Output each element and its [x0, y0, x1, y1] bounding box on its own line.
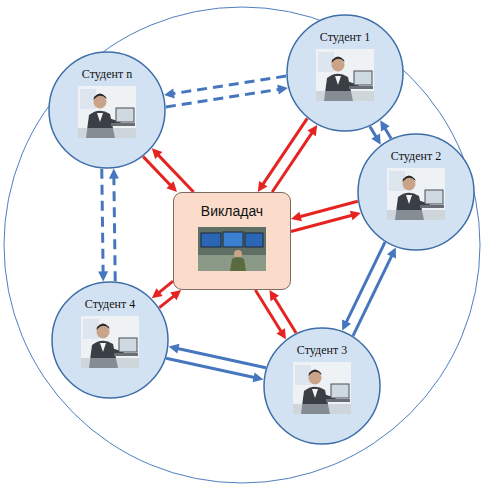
- connector-arrow: [98, 169, 108, 282]
- node-label: Студент 4: [85, 297, 135, 312]
- arrow-head: [258, 181, 268, 192]
- connector-arrow: [169, 344, 266, 368]
- connector-arrow: [291, 201, 358, 221]
- connector-line: [143, 157, 171, 187]
- arrow-head: [98, 271, 108, 281]
- connector-line: [158, 281, 173, 293]
- connector-arrow: [370, 126, 381, 144]
- connector-line: [272, 132, 313, 192]
- arrow-head: [253, 372, 264, 382]
- teacher-box: Викладач: [173, 192, 291, 290]
- arrow-head: [169, 344, 180, 354]
- arrow-head: [152, 288, 163, 298]
- student-picture: [293, 362, 351, 414]
- student-picture: [78, 86, 136, 138]
- arrow-head: [387, 247, 396, 258]
- connector-arrow: [159, 290, 181, 308]
- connector-line: [353, 255, 392, 336]
- connector-arrow: [255, 290, 286, 339]
- student-circle: Студент 4: [51, 281, 169, 399]
- node-label: Викладач: [201, 203, 263, 219]
- student-circle: Студент 3: [263, 327, 381, 445]
- connector-arrow: [143, 157, 177, 192]
- arrow-head: [380, 120, 389, 131]
- connector-line: [255, 290, 281, 332]
- connector-arrow: [164, 76, 286, 98]
- arrow-head: [277, 85, 288, 95]
- arrow-head: [371, 134, 380, 145]
- arrow-head: [342, 319, 351, 330]
- connector-arrow: [109, 169, 119, 282]
- arrow-head: [152, 148, 163, 159]
- connector-arrow: [353, 247, 396, 335]
- teacher-picture: [198, 227, 266, 271]
- connector-line: [166, 358, 255, 377]
- arrow-head: [164, 89, 175, 99]
- connector-arrow: [291, 211, 361, 232]
- student-picture: [81, 316, 139, 368]
- student-circle: Студент 1: [286, 14, 404, 132]
- arrow-head: [269, 290, 279, 301]
- connector-line: [172, 76, 286, 94]
- connector-line: [291, 215, 353, 232]
- connector-arrow: [152, 281, 173, 298]
- connector-arrow: [166, 358, 263, 382]
- connector-arrow: [258, 118, 308, 192]
- node-label: Студент 2: [391, 149, 441, 164]
- connector-line: [159, 295, 175, 308]
- arrow-head: [109, 169, 119, 179]
- arrow-head: [307, 125, 317, 136]
- connector-line: [102, 169, 103, 274]
- arrow-head: [276, 328, 286, 339]
- node-label: Студент n: [82, 67, 132, 82]
- connector-arrow: [152, 148, 194, 192]
- student-picture: [387, 168, 445, 220]
- student-circle: Студент 2: [357, 133, 475, 251]
- connector-arrow: [380, 120, 391, 138]
- arrow-head: [166, 181, 177, 192]
- outer-circle: [4, 7, 480, 483]
- connector-line: [157, 154, 193, 192]
- arrow-head: [350, 211, 361, 221]
- arrow-head: [170, 290, 181, 300]
- arrow-head: [291, 212, 302, 222]
- connector-arrow: [166, 85, 288, 107]
- node-label: Студент 3: [297, 343, 347, 358]
- student-picture: [316, 49, 374, 101]
- connector-arrow: [269, 290, 296, 333]
- connector-line: [114, 177, 115, 282]
- node-label: Студент 1: [320, 30, 370, 45]
- connector-arrow: [272, 125, 317, 192]
- student-circle: Студент n: [48, 51, 166, 169]
